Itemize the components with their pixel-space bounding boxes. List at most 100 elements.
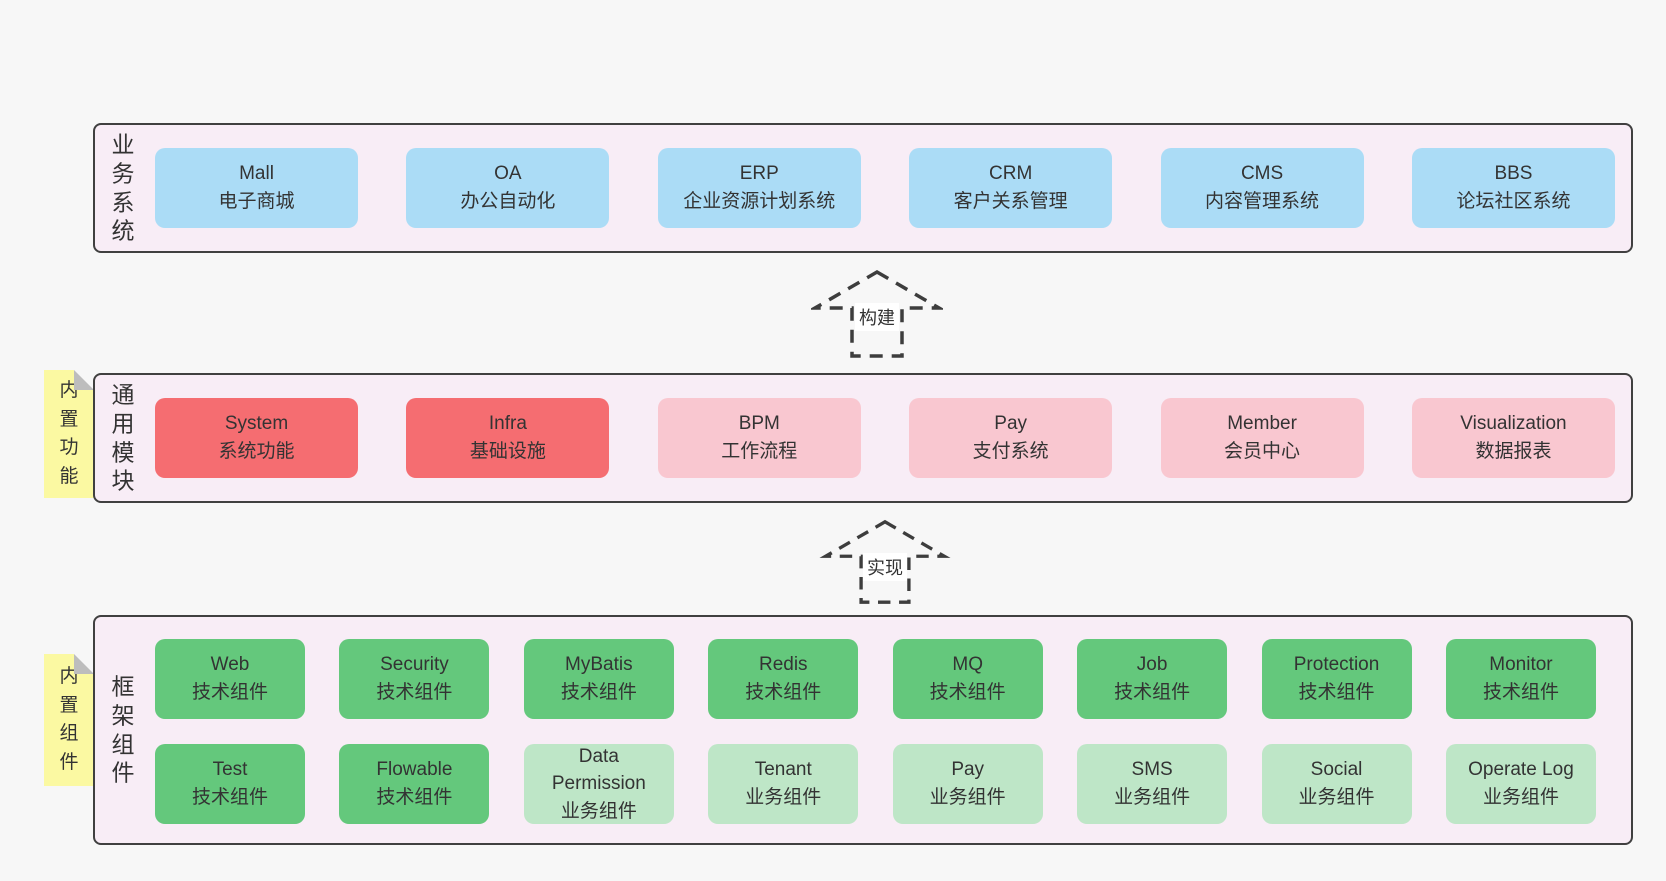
box-subtitle: 数据报表	[1475, 441, 1552, 462]
box-title: MQ	[952, 654, 983, 676]
box-security: Security 技术组件	[339, 639, 490, 719]
box-subtitle: 客户关系管理	[953, 191, 1068, 212]
box-title: BPM	[738, 412, 780, 434]
layer-common-modules: 通用模块 System 系统功能 Infra 基础设施 BPM 工作流程 Pay…	[93, 373, 1633, 503]
box-title: Redis	[758, 654, 808, 676]
box-subtitle: 业务组件	[1298, 787, 1375, 808]
box-title: Flowable	[376, 759, 453, 781]
box-infra: Infra 基础设施	[406, 398, 610, 478]
box-subtitle: 技术组件	[1482, 682, 1559, 703]
box-operate-log: Operate Log 业务组件	[1445, 744, 1596, 824]
box-title: Pay	[951, 759, 985, 781]
box-title: Data Permission	[551, 745, 646, 795]
box-subtitle: 业务组件	[745, 787, 822, 808]
box-bbs: BBS 论坛社区系统	[1411, 148, 1615, 228]
layer-label-framework-components: 框架组件	[111, 673, 135, 786]
sticky-note-builtin-features: 内置功能	[44, 370, 94, 498]
box-subtitle: 技术组件	[376, 787, 453, 808]
layer-business-systems: 业务系统 Mall 电子商城 OA 办公自动化 ERP 企业资源计划系统 CRM…	[93, 123, 1633, 253]
component-box-row-1: Web 技术组件 Security 技术组件 MyBatis 技术组件 Redi…	[155, 639, 1596, 719]
box-crm: CRM 客户关系管理	[909, 148, 1113, 228]
box-title: Test	[212, 759, 248, 781]
box-mybatis: MyBatis 技术组件	[523, 639, 674, 719]
box-title: System	[224, 412, 289, 434]
box-oa: OA 办公自动化	[406, 148, 610, 228]
box-subtitle: 业务组件	[1482, 787, 1559, 808]
arrow-build: 构建	[811, 268, 943, 360]
box-pay-component: Pay 业务组件	[892, 744, 1043, 824]
box-title: Mall	[239, 162, 274, 184]
box-title: Job	[1136, 654, 1168, 676]
box-protection: Protection 技术组件	[1261, 639, 1412, 719]
box-subtitle: 业务组件	[1114, 787, 1191, 808]
box-subtitle: 技术组件	[191, 787, 268, 808]
box-job: Job 技术组件	[1077, 639, 1228, 719]
box-title: CRM	[989, 162, 1033, 184]
box-subtitle: 技术组件	[1298, 682, 1375, 703]
up-block-arrow-icon	[811, 269, 943, 358]
box-title: CMS	[1240, 162, 1284, 184]
box-subtitle: 技术组件	[191, 682, 268, 703]
box-subtitle: 电子商城	[218, 191, 295, 212]
box-title: Protection	[1293, 654, 1380, 676]
box-mall: Mall 电子商城	[155, 148, 358, 228]
box-sms: SMS 业务组件	[1077, 744, 1228, 824]
box-subtitle: 企业资源计划系统	[683, 191, 836, 212]
box-title: Social	[1310, 759, 1363, 781]
box-flowable: Flowable 技术组件	[339, 744, 490, 824]
box-subtitle: 论坛社区系统	[1456, 191, 1571, 212]
box-title: Visualization	[1460, 412, 1567, 434]
layer-framework-components: 框架组件 Web 技术组件 Security 技术组件 MyBatis 技术组件…	[93, 615, 1633, 845]
box-subtitle: 会员中心	[1224, 441, 1301, 462]
box-subtitle: 技术组件	[376, 682, 453, 703]
box-subtitle: 基础设施	[469, 441, 546, 462]
box-title: BBS	[1494, 162, 1533, 184]
box-title: Operate Log	[1468, 759, 1574, 781]
box-monitor: Monitor 技术组件	[1445, 639, 1596, 719]
box-subtitle: 工作流程	[721, 441, 798, 462]
box-subtitle: 业务组件	[929, 787, 1006, 808]
module-box-row: System 系统功能 Infra 基础设施 BPM 工作流程 Pay 支付系统…	[155, 398, 1615, 478]
sticky-note-builtin-components: 内置组件	[44, 654, 94, 786]
sticky-note-text: 内置组件	[59, 666, 79, 773]
box-subtitle: 业务组件	[560, 800, 637, 822]
box-title: OA	[494, 162, 522, 184]
box-mq: MQ 技术组件	[892, 639, 1043, 719]
box-erp: ERP 企业资源计划系统	[657, 148, 861, 228]
box-title: Pay	[994, 412, 1028, 434]
arrow-implement-label: 实现	[863, 553, 907, 581]
box-redis: Redis 技术组件	[708, 639, 859, 719]
component-box-row-2: Test 技术组件 Flowable 技术组件 Data Permission …	[155, 744, 1596, 824]
box-tenant: Tenant 业务组件	[708, 744, 859, 824]
box-subtitle: 技术组件	[1114, 682, 1191, 703]
box-title: MyBatis	[565, 654, 633, 676]
box-title: Member	[1227, 412, 1297, 434]
box-title: ERP	[739, 162, 779, 184]
up-block-arrow-icon	[819, 519, 951, 604]
box-title: Tenant	[754, 759, 812, 781]
box-title: Web	[210, 654, 250, 676]
business-box-row: Mall 电子商城 OA 办公自动化 ERP 企业资源计划系统 CRM 客户关系…	[155, 148, 1615, 228]
box-title: Infra	[488, 412, 527, 434]
box-title: Monitor	[1489, 654, 1553, 676]
box-subtitle: 支付系统	[972, 441, 1049, 462]
box-social: Social 业务组件	[1261, 744, 1412, 824]
box-subtitle: 技术组件	[745, 682, 822, 703]
box-visualization: Visualization 数据报表	[1411, 398, 1615, 478]
box-subtitle: 技术组件	[560, 682, 637, 703]
box-member: Member 会员中心	[1160, 398, 1364, 478]
box-subtitle: 内容管理系统	[1205, 191, 1320, 212]
layer-label-business-systems: 业务系统	[111, 131, 135, 244]
box-cms: CMS 内容管理系统	[1160, 148, 1364, 228]
box-title: Security	[380, 654, 449, 676]
layer-label-common-modules: 通用模块	[111, 381, 135, 494]
sticky-note-text: 内置功能	[59, 380, 79, 487]
box-test: Test 技术组件	[155, 744, 305, 824]
arrow-build-label: 构建	[855, 303, 899, 331]
box-subtitle: 系统功能	[218, 441, 295, 462]
arrow-implement: 实现	[819, 518, 951, 606]
box-title: SMS	[1131, 759, 1173, 781]
box-pay-module: Pay 支付系统	[909, 398, 1113, 478]
box-bpm: BPM 工作流程	[657, 398, 861, 478]
